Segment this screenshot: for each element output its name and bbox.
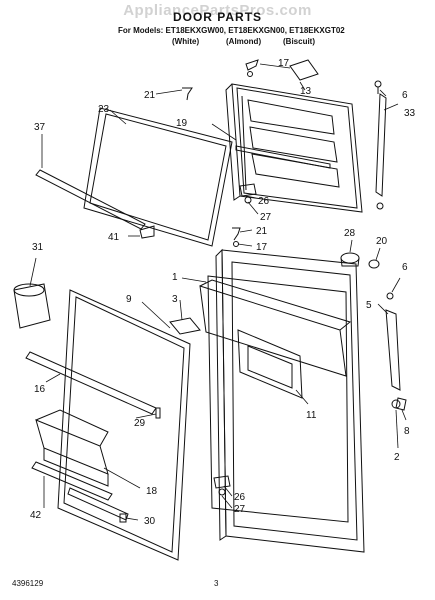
plug-button (368, 259, 380, 269)
callout-2: 2 (394, 452, 400, 463)
fresh-food-door-gasket (57, 289, 191, 561)
callout-41: 41 (108, 232, 120, 243)
callout-8: 8 (404, 426, 410, 437)
callout-37: 37 (34, 122, 46, 133)
callout-23: 23 (98, 104, 110, 115)
door-pad (169, 317, 201, 335)
callout-28: 28 (344, 228, 356, 239)
callout-42: 42 (30, 510, 42, 521)
lower-shelf-bar (31, 461, 113, 501)
color-almond-label: (Almond) (226, 37, 262, 46)
leader-lines (29, 63, 407, 521)
freezer-door-screw (182, 59, 259, 101)
callout-16: 16 (34, 384, 46, 395)
freezer-door-stop (239, 183, 257, 204)
callout-5: 5 (366, 300, 372, 311)
clip-30 (119, 513, 127, 523)
watermark: AppliancePartsPros.com (123, 2, 312, 19)
lower-hinge-bracket (385, 292, 401, 409)
page-number: 3 (214, 579, 219, 588)
callout-13: 13 (300, 86, 312, 97)
callout-17-upper: 17 (278, 58, 290, 69)
callout-20: 20 (376, 236, 388, 247)
freezer-door-gasket (83, 107, 233, 247)
freezer-clip (139, 225, 155, 239)
freezer-hinge-bracket (374, 80, 387, 210)
door-liner (207, 275, 349, 523)
callout-21-upper: 21 (144, 90, 156, 101)
callout-27-lower: 27 (234, 504, 246, 515)
callout-1: 1 (172, 272, 178, 283)
door-cap (340, 252, 360, 267)
color-biscuit-label: (Biscuit) (283, 37, 315, 46)
callout-19: 19 (176, 118, 188, 129)
freezer-shelf-bar (35, 169, 146, 230)
hinge-pin (395, 397, 407, 411)
door-bin (35, 409, 109, 487)
callout-11: 11 (306, 410, 317, 421)
fresh-food-door-panel (215, 248, 365, 553)
shelf-retainer (67, 487, 129, 521)
egg-bucket (13, 283, 51, 329)
color-white-label: (White) (172, 37, 200, 46)
butter-compartment (237, 329, 303, 399)
callout-21-lower: 21 (256, 226, 268, 237)
callout-31: 31 (32, 242, 44, 253)
door-shelf-bar (25, 351, 157, 415)
callout-26-lower: 26 (234, 492, 246, 503)
callout-9: 9 (126, 294, 132, 305)
callout-26-upper: 26 (258, 196, 270, 207)
callout-33: 33 (404, 108, 416, 119)
dairy-compartment-door (199, 279, 352, 377)
fresh-food-door-stop (213, 475, 231, 496)
callout-18: 18 (146, 486, 158, 497)
callout-6-lower: 6 (402, 262, 408, 273)
models-line: For Models: ET18EKXGW00, ET18EKXGN00, ET… (118, 26, 345, 35)
freezer-shelf-rail (235, 145, 331, 169)
callout-3: 3 (172, 294, 178, 305)
callout-29: 29 (134, 418, 146, 429)
callout-17-lower: 17 (256, 242, 268, 253)
freezer-hinge-cover (289, 59, 319, 81)
callout-6-upper: 6 (402, 90, 408, 101)
callout-labels: 21 17 13 19 23 37 6 33 26 27 41 21 17 28… (30, 58, 416, 527)
callout-30: 30 (144, 516, 156, 527)
clip-29 (155, 407, 161, 419)
document-number: 4396129 (12, 579, 44, 588)
page-title: DOOR PARTS (172, 10, 263, 24)
callout-27-upper: 27 (260, 212, 272, 223)
